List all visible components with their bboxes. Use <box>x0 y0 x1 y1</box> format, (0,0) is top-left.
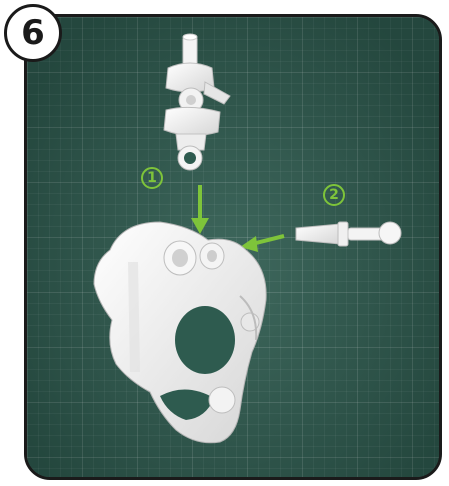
vertebra-part <box>164 34 230 170</box>
callout-2-badge: 2 <box>323 184 345 206</box>
arrow-left-icon <box>240 236 284 252</box>
callout-1-badge: 1 <box>141 167 163 189</box>
step-number-badge: 6 <box>4 4 62 62</box>
pin-part <box>296 222 401 246</box>
pelvis-part <box>94 222 266 443</box>
arrow-down-icon <box>191 185 209 234</box>
